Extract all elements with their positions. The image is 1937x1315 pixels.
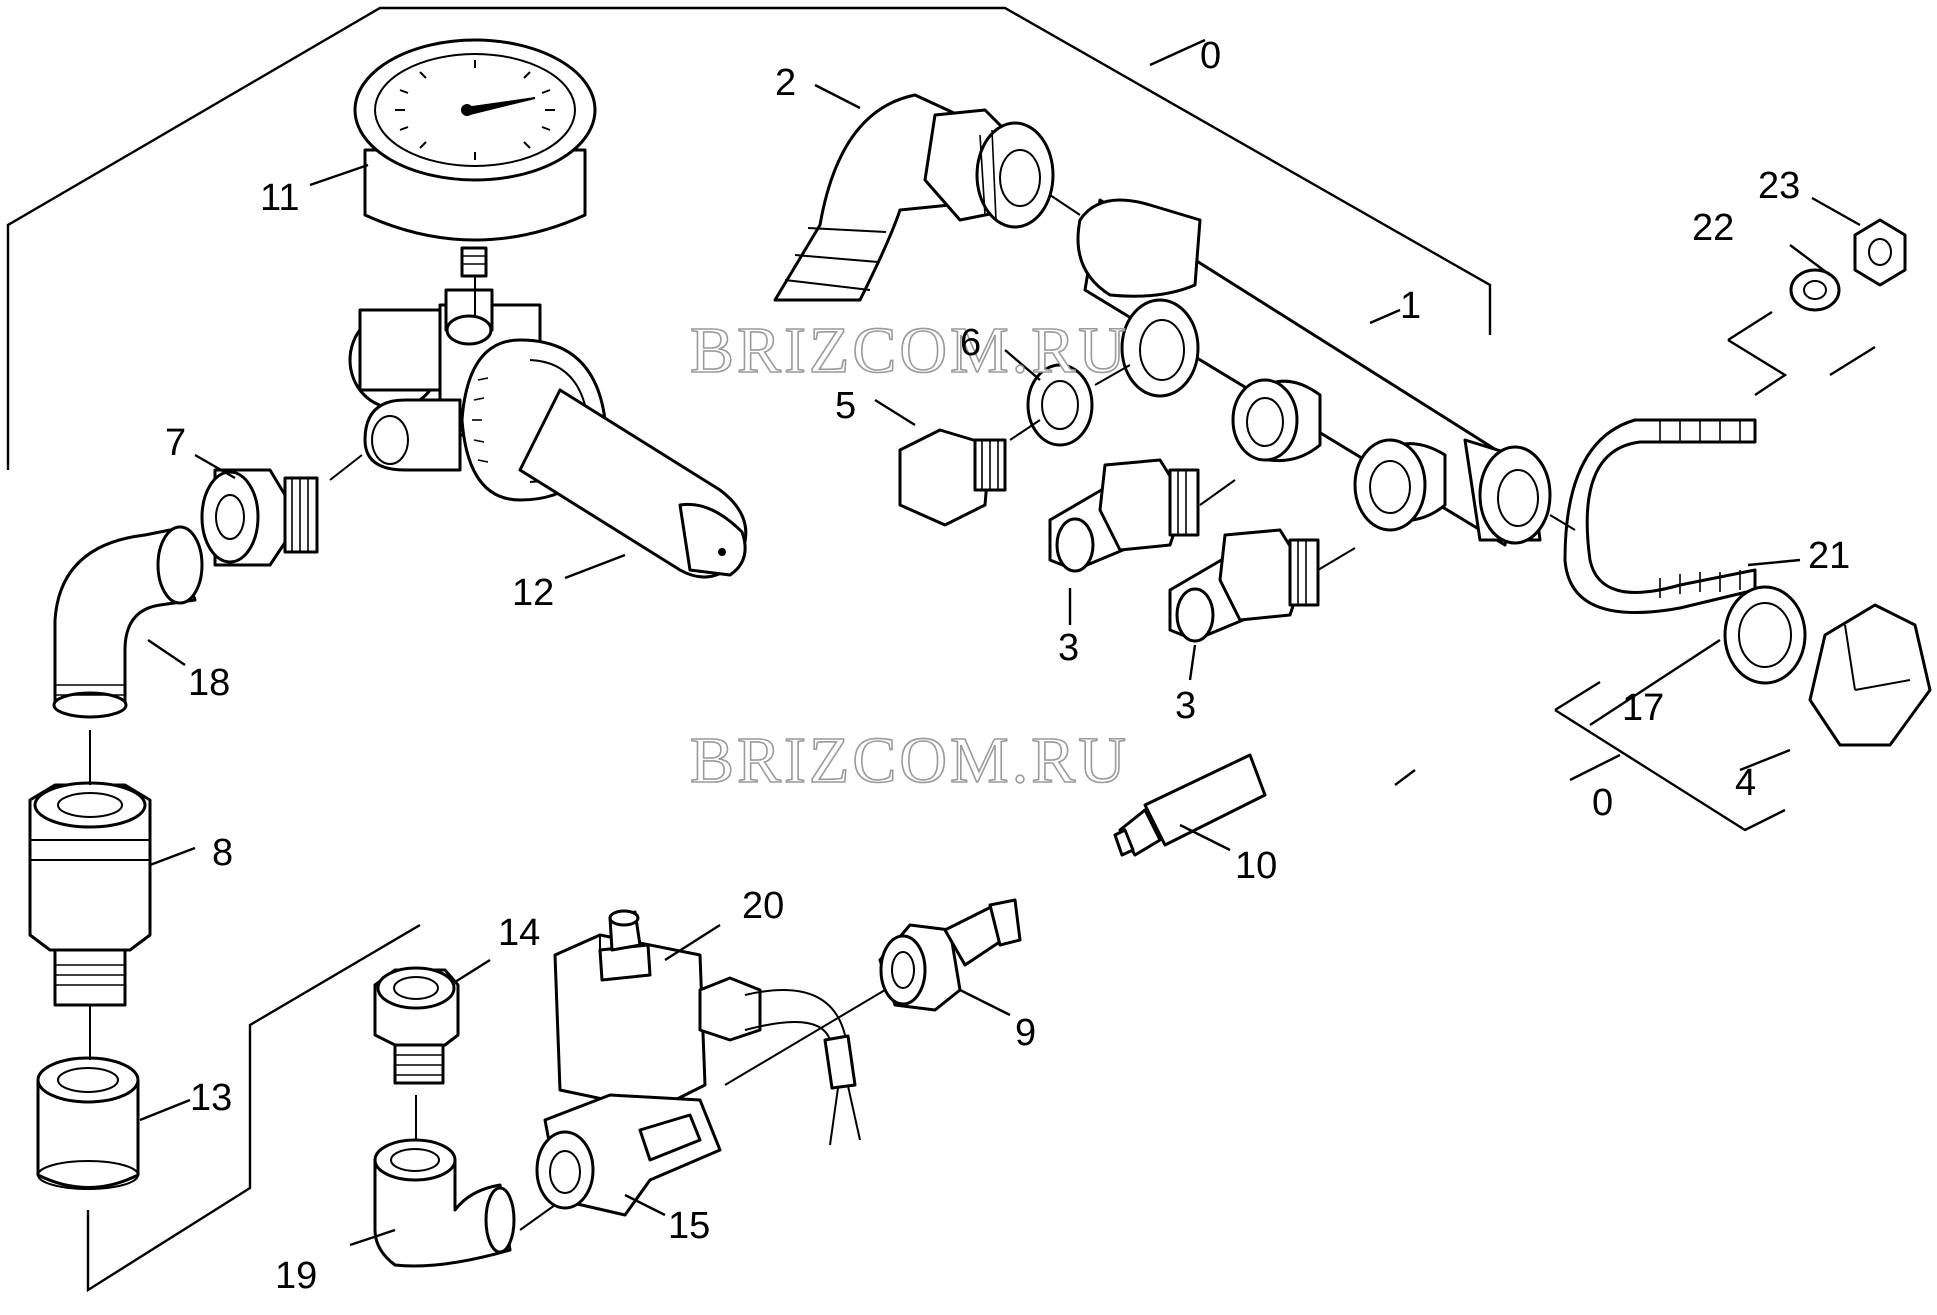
- washer-part-22: [1789, 268, 1841, 312]
- callout-2: 2: [775, 62, 796, 104]
- elbow-fitting-part-2: [773, 93, 1055, 302]
- alignment-lines: [89, 194, 1576, 1231]
- callout-14: 14: [498, 912, 540, 954]
- nipple-part-14: [373, 966, 460, 1085]
- callout-19: 19: [275, 1255, 317, 1297]
- hose-barb-part-3a: [1048, 458, 1200, 573]
- group-bracket-bottom: [86, 923, 421, 1293]
- socket-part-13: [36, 1056, 140, 1190]
- callout-23: 23: [1758, 165, 1800, 207]
- callout-6: 6: [960, 322, 981, 364]
- hose-barb-part-3b: [1168, 528, 1320, 643]
- callout-20: 20: [742, 885, 784, 927]
- gasket-part-17: [1723, 585, 1807, 685]
- check-valve-part-8: [28, 781, 152, 1007]
- callout-9: 9: [1015, 1012, 1036, 1054]
- callout-7: 7: [165, 422, 186, 464]
- group-bracket-right: [1554, 310, 1876, 832]
- group-bracket-top: [6, 6, 1492, 470]
- callout-18: 18: [188, 662, 230, 704]
- callout-3b: 3: [1175, 685, 1196, 727]
- callout-3a: 3: [1058, 627, 1079, 669]
- elbow-pipe-part-18: [52, 525, 204, 719]
- callout-10: 10: [1235, 845, 1277, 887]
- watermark-upper: BRIZCOM.RU: [690, 314, 1129, 387]
- solenoid-valve-body-part-15: [535, 1093, 722, 1217]
- callout-8: 8: [212, 832, 233, 874]
- u-bolt-part-21: [1563, 418, 1757, 615]
- callout-21: 21: [1808, 535, 1850, 577]
- sealant-tube-part-10: [1113, 753, 1267, 857]
- callout-22: 22: [1692, 207, 1734, 249]
- callout-0-top: 0: [1200, 35, 1221, 77]
- callout-0-right: 0: [1592, 782, 1613, 824]
- pressure-gauge-part-11: [353, 38, 597, 278]
- solenoid-coil-part-20: [553, 909, 861, 1146]
- callout-15: 15: [668, 1205, 710, 1247]
- callout-12: 12: [512, 572, 554, 614]
- callout-1: 1: [1400, 285, 1421, 327]
- watermark-lower: BRIZCOM.RU: [690, 724, 1129, 797]
- elbow-part-19: [373, 1138, 516, 1268]
- callout-5: 5: [835, 385, 856, 427]
- nipple-part-7: [200, 468, 319, 567]
- callout-17: 17: [1622, 687, 1664, 729]
- nut-part-23: [1853, 218, 1907, 287]
- manifold-pipe-part-1: [1076, 198, 1552, 547]
- hose-barb-part-9: [878, 898, 1022, 1012]
- callout-13: 13: [190, 1077, 232, 1119]
- cap-nut-part-4: [1808, 603, 1932, 747]
- callout-labels: 0 1 2 3 3 4 5 6 7 8 9 10 11 12 13 14 15 …: [165, 35, 1850, 1297]
- filter-housing-part-12: [348, 288, 748, 579]
- washer-part-6: [1026, 363, 1094, 447]
- callout-11: 11: [260, 177, 299, 219]
- callout-4: 4: [1735, 762, 1756, 804]
- gauge-tick-marks: [395, 60, 555, 160]
- leader-lines: [139, 38, 1861, 1247]
- plug-part-5: [898, 428, 1007, 527]
